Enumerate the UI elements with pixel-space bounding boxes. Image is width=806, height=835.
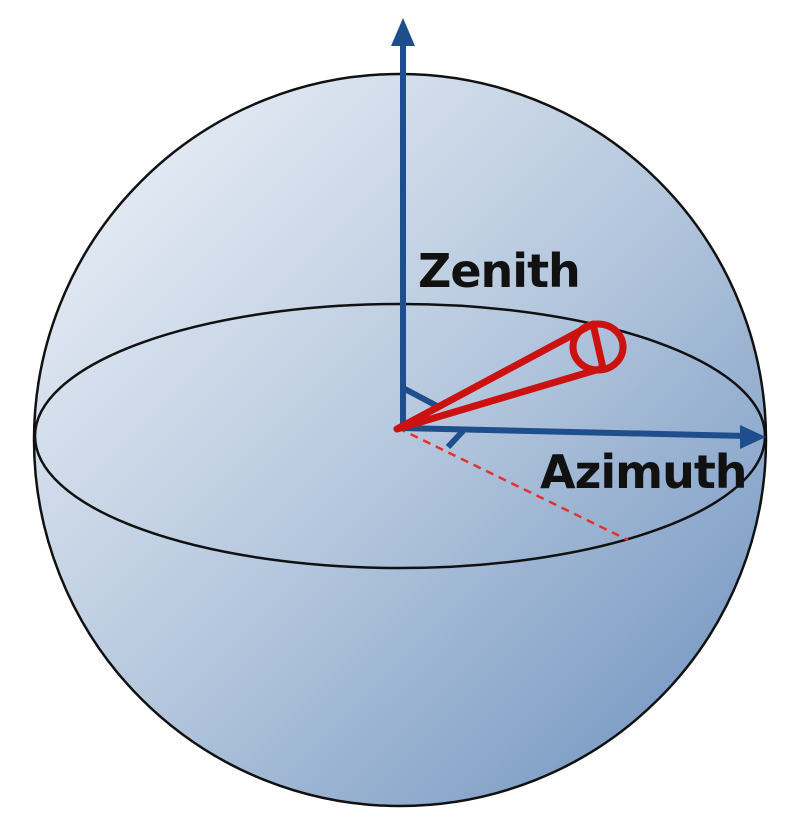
azimuth-angle-marker	[445, 428, 466, 450]
cone	[393, 320, 607, 433]
cone-base-ring	[569, 320, 627, 374]
azimuth-label: Azimuth	[540, 445, 747, 499]
arrow-right-icon	[740, 425, 766, 449]
projection-dashed-line	[397, 426, 629, 542]
arrow-up-icon	[391, 18, 415, 46]
zenith-angle-marker	[401, 385, 439, 409]
zenith-label: Zenith	[418, 244, 580, 298]
azimuth-axis-line	[399, 425, 747, 439]
